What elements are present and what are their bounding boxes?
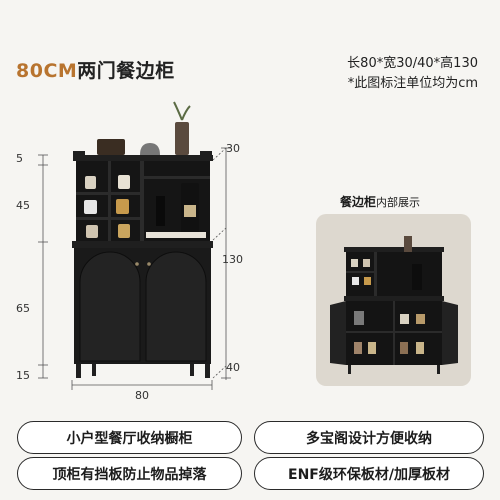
dim-bottom-width: 80: [135, 389, 149, 402]
left-door: [79, 251, 141, 362]
radio-object: [97, 139, 125, 155]
spec-unit-note: *此图标注单位均为cm: [347, 76, 478, 91]
cups: [84, 175, 130, 238]
right-door: [145, 251, 207, 362]
bottom-dimension-line: [71, 380, 213, 390]
title-product: 两门餐边柜: [77, 60, 175, 82]
dim-right-bottom: 40: [226, 361, 240, 374]
interior-view-panel: [316, 214, 471, 386]
left-dimension-lines: [38, 154, 48, 379]
right-open-door: [442, 301, 458, 365]
vase-object: [175, 122, 189, 155]
feature-pill-3: 顶柜有挡板防止物品掉落: [17, 457, 242, 490]
dim-right-height: 130: [222, 253, 243, 266]
dim-left-hutch: 45: [16, 199, 30, 212]
interior-illustration: [330, 236, 458, 374]
feature-pill-4: ENF级环保板材/加厚板材: [254, 457, 484, 490]
feature-pill-2: 多宝阁设计方便收纳: [254, 421, 484, 454]
inset-caption-rest: 内部展示: [376, 196, 421, 209]
dim-left-legs: 15: [16, 369, 30, 382]
dim-left-base: 65: [16, 302, 30, 315]
cabinet-hutch: [73, 101, 213, 241]
spec-size: 长80*宽30/40*高130: [347, 56, 478, 71]
dim-right-top: 30: [226, 142, 240, 155]
cabinet-base: [72, 241, 213, 378]
right-dimension-lines: [212, 147, 231, 380]
inset-caption-bold: 餐边柜: [340, 195, 377, 209]
left-open-door: [330, 301, 346, 365]
title-size: 80CM: [16, 60, 78, 82]
kettle-object: [140, 143, 160, 155]
dim-left-top: 5: [16, 152, 23, 165]
page-title: 80CM两门餐边柜: [16, 56, 175, 86]
inset-caption: 餐边柜内部展示: [340, 193, 420, 210]
feature-pill-1: 小户型餐厅收纳橱柜: [17, 421, 242, 454]
